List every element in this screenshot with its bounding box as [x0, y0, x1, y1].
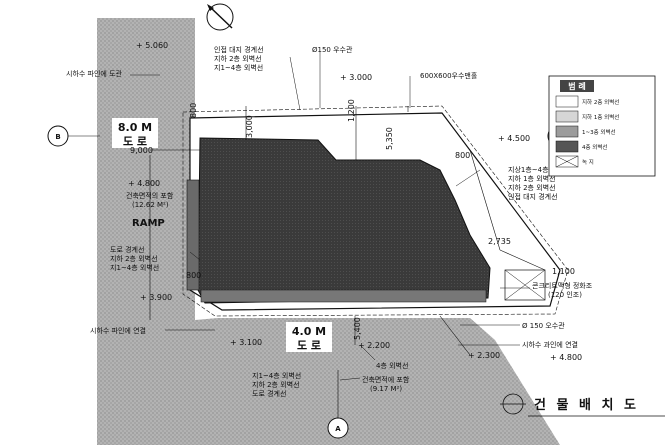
- ramp-label: RAMP: [132, 218, 165, 229]
- level-left-mid: + 4.800: [128, 179, 160, 188]
- note-right-3: 지하 2층 외벽선: [508, 183, 556, 192]
- section-mark-bottom: A: [335, 425, 341, 433]
- bottom-road-curve: [195, 318, 218, 360]
- dim-800-right: 800: [455, 151, 470, 160]
- note-4f: 4층 외벽선: [376, 361, 408, 370]
- ramp-strip: [186, 179, 200, 291]
- note-bottom-3: 도로 경계선: [252, 389, 286, 398]
- note-left-2b: 지하 2층 외벽선: [110, 254, 158, 263]
- legend-item-4: 4층 외벽선: [555, 140, 608, 153]
- note-pipe-top: Ø150 우수관: [312, 45, 353, 54]
- svg-text:녹 지: 녹 지: [582, 158, 594, 166]
- note-left-2c: 지1~4층 외벽선: [110, 263, 159, 272]
- note-right-1: 지상1층~4층 외벽선: [508, 165, 570, 174]
- note-septic-a: 콘크리트맥형 정화조: [532, 281, 593, 290]
- level-left-low: + 3.900: [140, 293, 172, 302]
- dim-800-left: 800: [186, 271, 201, 280]
- dim-3000: 3,000: [245, 115, 254, 138]
- level-bottom-right: + 2.300: [468, 351, 500, 360]
- section-mark-left: B: [55, 133, 60, 141]
- svg-text:지하 1층 외벽선: 지하 1층 외벽선: [582, 113, 619, 121]
- legend-title: 범 례: [568, 81, 586, 91]
- legend-item-5: 녹 지: [555, 155, 594, 168]
- legend-item-1: 지하 2층 외벽선: [555, 95, 619, 108]
- note-top-1: 인접 대지 경계선: [214, 45, 264, 54]
- level-top-left: + 5.060: [136, 41, 168, 50]
- level-top-mid: + 3.000: [340, 73, 372, 82]
- dim-1200: 1,200: [347, 99, 356, 122]
- svg-text:1~3층 외벽선: 1~3층 외벽선: [582, 128, 616, 136]
- dim-1100: 1,100: [552, 267, 575, 276]
- road-bottom-label-box: [286, 322, 332, 352]
- level-far-right: + 4.800: [550, 353, 582, 362]
- road-left-name: 도 로: [123, 135, 147, 148]
- note-area-1b: (12.62 M²): [132, 201, 169, 209]
- legend: 범 례 지하 2층 외벽선 지하 1층 외벽선 1~3층 외벽선 4층 외벽선 …: [548, 75, 656, 177]
- note-top-3: 지1~4층 외벽선: [214, 63, 263, 72]
- note-area-2a: 건축면적에 포함: [362, 375, 410, 384]
- basement-outline: [200, 289, 487, 303]
- dim-9000: 9,000: [130, 146, 153, 155]
- note-septic-b: (120 인조): [548, 290, 582, 299]
- site-boundary-dashed: [182, 105, 569, 317]
- note-left-connect: 시하수 파인에 도관: [66, 69, 123, 78]
- dim-5350: 5,350: [385, 127, 394, 150]
- circle-marker-icon: [500, 393, 526, 415]
- drawing-title: 건 물 배 치 도: [534, 397, 639, 413]
- note-grate: 600X600우수맨홀: [420, 71, 478, 80]
- compass-icon: [206, 3, 234, 31]
- level-right: + 4.500: [498, 134, 530, 143]
- legend-item-2: 지하 1층 외벽선: [555, 110, 619, 123]
- dim-5400: 5,400: [353, 317, 362, 340]
- note-bottom-1: 지1~4층 외벽선: [252, 371, 301, 380]
- road-bottom-width: 4.0 M: [292, 325, 326, 338]
- road-left-label-box: [112, 118, 158, 148]
- legend-item-3: 1~3층 외벽선: [555, 125, 616, 138]
- dimension-lines: [60, 106, 546, 425]
- note-bottom-2: 지하 2층 외벽선: [252, 380, 300, 389]
- leader-lines: [130, 52, 530, 381]
- note-sewer-bottom: 시하수 과인에 연결: [522, 340, 578, 349]
- note-area-2b: (9.17 M²): [370, 385, 402, 393]
- level-bottom-mid: + 2.200: [358, 341, 390, 350]
- note-right-2: 지하 1층 외벽선: [508, 174, 556, 183]
- svg-text:지하 2층 외벽선: 지하 2층 외벽선: [582, 98, 619, 106]
- level-bottom-left: + 3.100: [230, 338, 262, 347]
- svg-text:4층 외벽선: 4층 외벽선: [582, 143, 608, 151]
- note-top-2: 지하 2층 외벽선: [214, 54, 262, 63]
- note-left-2a: 도로 경계선: [110, 245, 144, 254]
- dim-800-top: 800: [189, 103, 198, 118]
- road-bottom-name: 도 로: [297, 339, 321, 352]
- dim-2735: 2,735: [488, 237, 511, 246]
- note-pipe-bottom: Ø 150 오수관: [522, 321, 565, 330]
- note-area-1a: 건축면적의 포함: [126, 191, 174, 200]
- road-left-width: 8.0 M: [118, 121, 152, 134]
- note-sewer-left: 시하수 파인에 연결: [90, 326, 146, 335]
- note-right-4: 인접 대지 경계선: [508, 192, 558, 201]
